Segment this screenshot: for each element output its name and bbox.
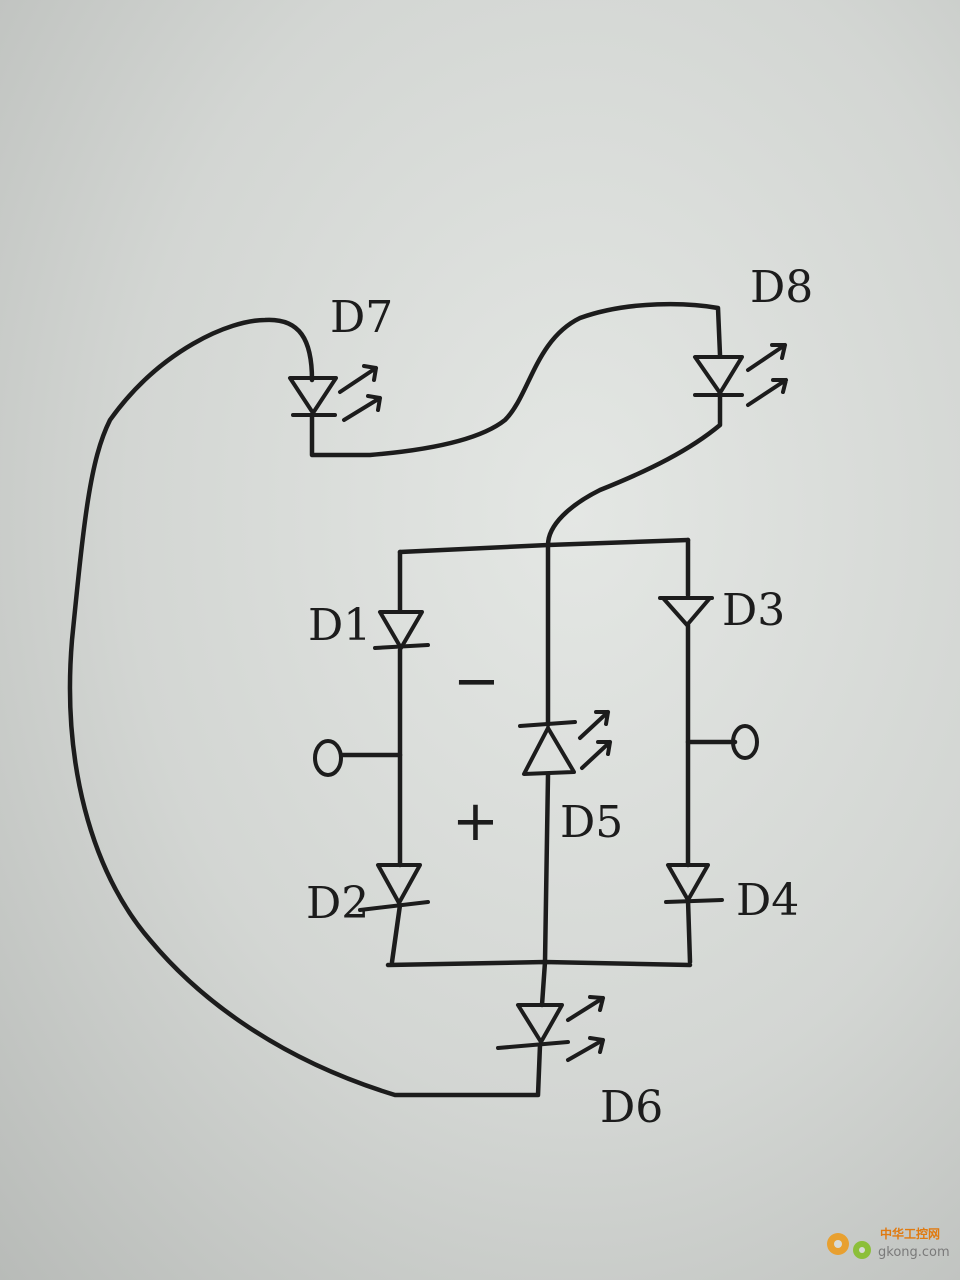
label-minus: − [453,649,500,714]
label-d7: D7 [330,292,393,343]
label-d1: D1 [308,600,371,651]
bottom-bus [385,959,693,968]
diode-d2 [358,863,430,912]
watermark-name: 中华工控网 [880,1226,940,1241]
led-d5 [518,710,612,776]
label-d4: D4 [736,875,799,926]
label-d6: D6 [600,1082,663,1133]
label-d8: D8 [750,262,813,313]
watermark: 中华工控网 gkong.com [827,1226,950,1260]
led-d7 [288,364,382,422]
diode-d1 [373,610,430,650]
gear-icon [827,1233,871,1259]
terminals [313,724,759,777]
d7-to-d8 [309,301,723,458]
led-d6 [496,995,605,1062]
right-terminal [731,724,759,760]
wires [67,301,738,1098]
label-d2: D2 [306,878,369,929]
top-bus [397,537,691,555]
left-terminal [313,739,343,777]
led-d8 [693,343,788,407]
center-rail [542,542,551,965]
watermark-url: gkong.com [878,1245,950,1260]
diode-d4 [664,863,724,904]
d6-lead [67,317,548,1098]
d8-to-bus [545,392,723,548]
label-d3: D3 [722,585,785,636]
label-d5: D5 [560,797,623,848]
right-rail [685,537,693,965]
left-rail [389,549,403,965]
diode-d3 [658,596,714,627]
label-plus: + [452,789,499,854]
